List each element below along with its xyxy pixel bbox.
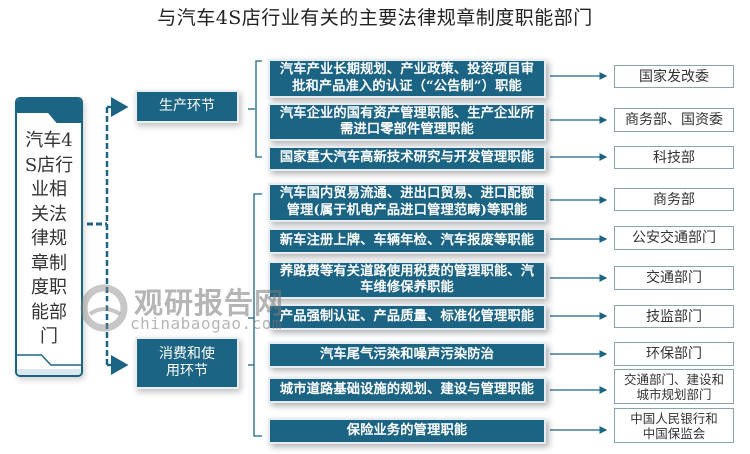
function-label: 新车注册上牌、车辆年检、汽车报废等职能: [279, 232, 535, 248]
root-footer-decoration: [17, 354, 81, 375]
function-box: 养路费等有关道路使用税费的管理职能、汽车维修保养职能: [268, 261, 546, 299]
stage-production: 生产环节: [135, 90, 239, 123]
department-label: 商务部: [653, 191, 695, 208]
department-label: 科技部: [653, 149, 695, 166]
function-label: 产品强制认证、产品质量、标准化管理职能: [279, 308, 535, 324]
department-label: 公安交通部门: [632, 230, 716, 246]
department-label: 交通部门、建设和城市规划部门: [623, 371, 724, 402]
function-box: 保险业务的管理职能: [268, 418, 546, 444]
function-box: 汽车产业长期规划、产业政策、投资项目审批和产品准入的认证（“公告制”）职能: [268, 59, 546, 98]
department-box: 交通部门: [614, 266, 734, 290]
department-box: 商务部: [614, 188, 734, 211]
stage-label: 消费和使用环节: [159, 346, 215, 379]
department-box: 科技部: [614, 146, 734, 169]
function-label: 汽车尾气污染和噪声污染防治: [319, 346, 495, 362]
department-box: 中国人民银行和中国保监会: [614, 408, 734, 443]
function-box: 新车注册上牌、车辆年检、汽车报废等职能: [268, 228, 546, 254]
root-node: 汽车4S店行业相关法律规章制度职能部门: [15, 97, 83, 377]
function-label: 国家重大汽车高新技术研究与开发管理职能: [279, 150, 535, 166]
function-box: 城市道路基础设施的规划、建设与管理职能: [268, 377, 546, 403]
department-box: 公安交通部门: [614, 226, 734, 250]
function-label: 保险业务的管理职能: [346, 422, 468, 438]
department-label: 环保部门: [646, 346, 702, 362]
function-label: 汽车产业长期规划、产业政策、投资项目审批和产品准入的认证（“公告制”）职能: [279, 62, 535, 94]
function-label: 养路费等有关道路使用税费的管理职能、汽车维修保养职能: [279, 263, 535, 296]
department-label: 技监部门: [646, 308, 702, 325]
function-label: 汽车国内贸易流通、进出口贸易、进口配额管理(属于机电产品进口管理范畴)等职能: [279, 186, 535, 218]
department-label: 中国人民银行和中国保监会: [630, 410, 718, 441]
function-box: 国家重大汽车高新技术研究与开发管理职能: [268, 146, 546, 171]
department-label: 交通部门: [646, 270, 702, 286]
function-box: 汽车企业的国有资产管理职能、生产企业所需进口零部件管理职能: [268, 103, 546, 141]
department-label: 商务部、国资委: [625, 112, 723, 128]
function-box: 汽车国内贸易流通、进出口贸易、进口配额管理(属于机电产品进口管理范畴)等职能: [268, 183, 546, 222]
root-label: 汽车4S店行业相关法律规章制度职能部门: [24, 130, 74, 347]
department-box: 商务部、国资委: [614, 108, 734, 132]
stage-label: 生产环节: [159, 98, 215, 114]
function-box: 产品强制认证、产品质量、标准化管理职能: [268, 304, 546, 330]
department-box: 交通部门、建设和城市规划部门: [614, 369, 734, 404]
function-label: 城市道路基础设施的规划、建设与管理职能: [279, 381, 535, 397]
stage-consumption: 消费和使用环节: [135, 337, 239, 389]
function-box: 汽车尾气污染和噪声污染防治: [268, 342, 546, 368]
diagram-title: 与汽车4S店行业有关的主要法律规章制度职能部门: [157, 7, 593, 29]
department-label: 国家发改委: [639, 68, 709, 85]
department-box: 技监部门: [614, 305, 734, 328]
function-label: 汽车企业的国有资产管理职能、生产企业所需进口零部件管理职能: [279, 105, 535, 138]
department-box: 国家发改委: [614, 65, 734, 88]
department-box: 环保部门: [614, 342, 734, 366]
root-header-decoration: [17, 99, 81, 123]
